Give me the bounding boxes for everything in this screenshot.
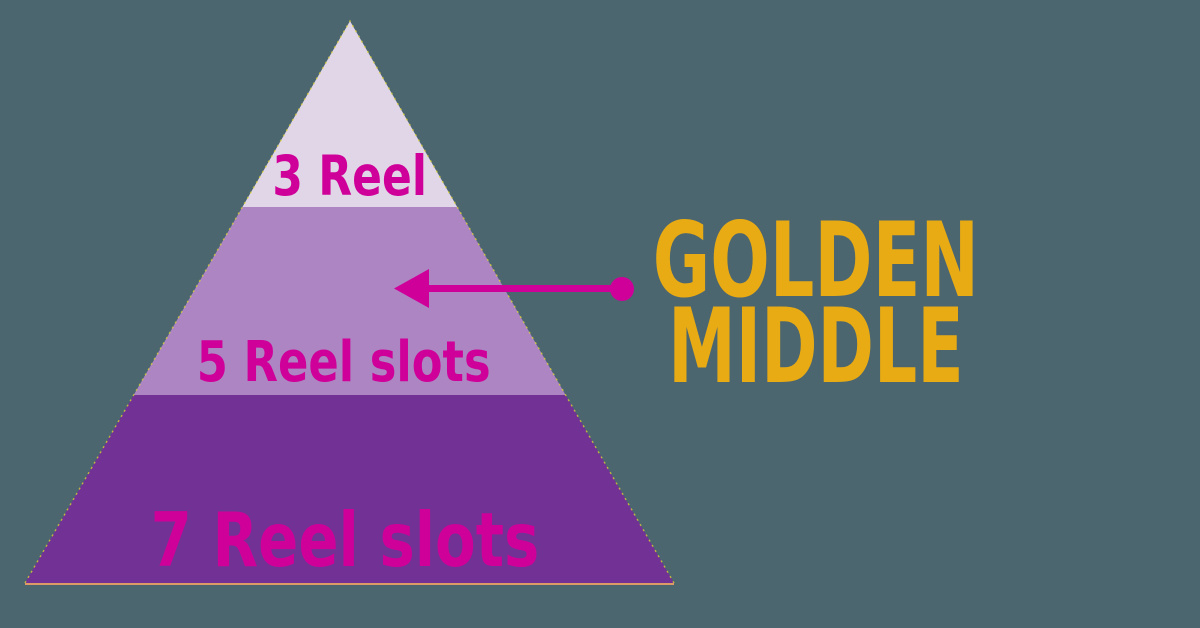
pyramid-edge-dashes (24, 19, 675, 584)
golden-middle-arrow-dot-icon (610, 277, 634, 301)
pyramid-tier-bottom (25, 395, 674, 583)
golden-middle-arrow-head-icon (394, 269, 429, 308)
pyramid-tier-top (242, 21, 458, 207)
pyramid-tier-middle (133, 207, 566, 395)
